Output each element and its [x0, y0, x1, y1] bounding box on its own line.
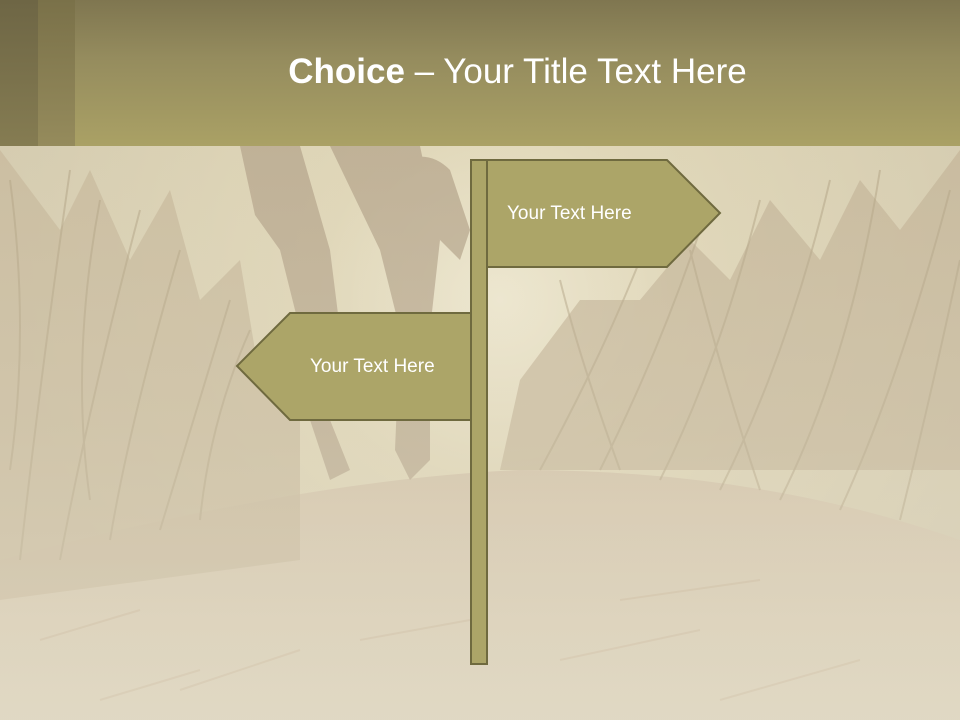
title-accent-block-dark: [0, 0, 38, 146]
title-accent-block: [38, 0, 75, 146]
title-bar: [0, 0, 960, 146]
right-sign-text: Your Text Here: [507, 203, 632, 224]
slide-title-bold: Choice: [288, 52, 405, 91]
left-sign-text: Your Text Here: [310, 356, 435, 377]
left-arrow-sign: [235, 312, 472, 421]
slide-title: Choice – Your Title Text Here: [75, 52, 960, 92]
sign-pole: [470, 159, 488, 665]
slide-title-rest: – Your Title Text Here: [404, 52, 747, 91]
